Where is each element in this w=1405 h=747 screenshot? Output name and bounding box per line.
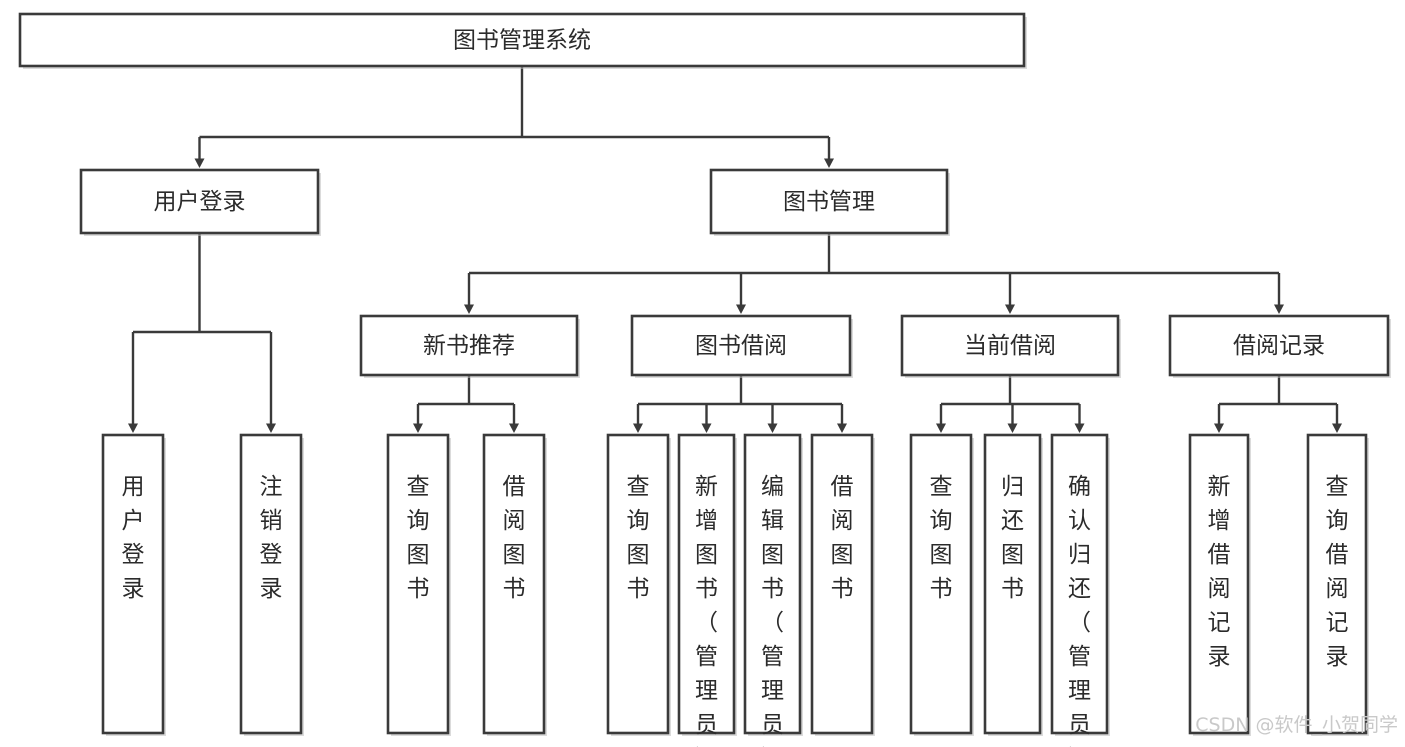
node-box [1168,314,1390,377]
node-leaf-borrow-edit[interactable]: 编辑图书（管理员） [743,433,803,747]
node-leaf-borrow-lend[interactable]: 借阅图书 [810,433,875,736]
node-box [1306,433,1368,735]
node-box [101,433,165,735]
node-label: 用户登录 [154,189,246,215]
node-label: 编辑图书（管理员） [761,474,784,747]
node-current-borrow[interactable]: 当前借阅 [900,314,1121,378]
connector-current-borrow [936,375,1085,433]
node-box [1188,433,1250,735]
node-root[interactable]: 图书管理系统 [18,12,1027,69]
csdn-watermark: CSDN @软件_小贺同学 [1195,714,1398,736]
connector-layer [128,66,1342,433]
node-box [709,168,949,235]
node-label: 注销登录 [260,474,283,602]
node-label: 归还图书 [1001,474,1024,602]
connector-new-book-rec [413,375,519,433]
node-label: 查询图书 [930,474,953,602]
node-box [359,314,579,377]
node-label: 用户登录 [122,474,145,602]
node-box [677,433,736,735]
node-leaf-user-login[interactable]: 用户登录 [101,433,166,736]
node-label: 图书借阅 [695,333,787,359]
node-leaf-current-return[interactable]: 归还图书 [983,433,1043,736]
node-label: 确认归还（管理员） [1068,474,1091,747]
node-box [79,168,320,235]
node-label: 图书管理系统 [453,28,591,54]
node-leaf-record-add[interactable]: 新增借阅记录 [1188,433,1251,736]
node-leaf-record-query[interactable]: 查询借阅记录 [1306,433,1369,736]
node-label: 新书推荐 [423,333,515,359]
node-box [909,433,973,735]
node-box [743,433,802,735]
node-label: 查询图书 [627,474,650,602]
connector-book-manage [464,233,1284,314]
node-box [983,433,1042,735]
node-label: 新增借阅记录 [1208,474,1231,670]
node-leaf-borrow-query[interactable]: 查询图书 [606,433,671,736]
node-user-login[interactable]: 用户登录 [79,168,321,236]
node-label: 查询图书 [407,474,430,602]
node-label: 新增图书（管理员） [695,474,718,747]
node-layer: 图书管理系统用户登录图书管理新书推荐图书借阅当前借阅借阅记录用户登录注销登录查询… [18,12,1391,747]
node-box [18,12,1026,68]
node-box [810,433,874,735]
node-leaf-rec-borrow[interactable]: 借阅图书 [482,433,547,736]
node-box [482,433,546,735]
node-box [1050,433,1109,735]
node-box [606,433,670,735]
node-book-borrow[interactable]: 图书借阅 [630,314,853,378]
connector-book-borrow [633,375,847,433]
node-book-manage[interactable]: 图书管理 [709,168,950,236]
node-box [900,314,1120,377]
node-leaf-current-query[interactable]: 查询图书 [909,433,974,736]
node-box [630,314,852,377]
node-leaf-current-confirm[interactable]: 确认归还（管理员） [1050,433,1110,747]
node-leaf-borrow-add[interactable]: 新增图书（管理员） [677,433,737,747]
node-box [239,433,303,735]
node-new-book-rec[interactable]: 新书推荐 [359,314,580,378]
connector-user-login [128,233,276,433]
node-label: 借阅图书 [831,474,854,602]
node-label: 借阅图书 [503,474,526,602]
node-leaf-rec-query[interactable]: 查询图书 [386,433,451,736]
node-label: 借阅记录 [1233,333,1325,359]
connector-root [194,66,834,168]
node-label: 当前借阅 [964,333,1056,359]
connector-borrow-record [1214,375,1342,433]
node-label: 查询借阅记录 [1326,474,1349,670]
node-label: 图书管理 [783,189,875,215]
node-box [386,433,450,735]
node-leaf-user-logout[interactable]: 注销登录 [239,433,304,736]
node-borrow-record[interactable]: 借阅记录 [1168,314,1391,378]
